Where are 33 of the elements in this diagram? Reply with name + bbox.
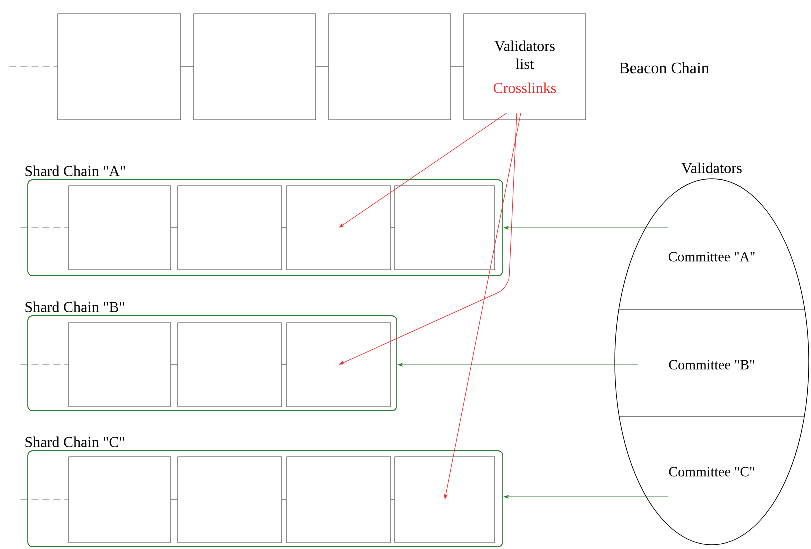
block-box <box>68 322 172 408</box>
committee-label: Committee "A" <box>668 252 755 262</box>
committee-label: Committee "B" <box>669 360 754 370</box>
block-box <box>328 14 452 120</box>
block-box <box>286 322 392 408</box>
node-label: Shard Chain "C" <box>26 436 124 448</box>
chain-label: Beacon Chain <box>620 62 710 74</box>
node-label: Validators <box>682 162 742 174</box>
block-box <box>68 186 172 270</box>
shard-chain-box: Shard Chain "B" <box>26 302 398 412</box>
block-box <box>394 186 496 270</box>
shard-chain-box: Shard Chain "A" <box>26 166 504 276</box>
block-box: Validators list Crosslinks <box>464 14 586 120</box>
committee-label: Committee "C" <box>669 467 754 477</box>
block-box <box>394 456 496 544</box>
block-box <box>178 322 282 408</box>
chain-link <box>171 364 178 366</box>
block-box <box>286 186 392 270</box>
block-box <box>178 456 282 544</box>
chain-link <box>10 66 58 68</box>
chain-link <box>20 364 69 366</box>
block-box <box>68 456 172 544</box>
node-label: Shard Chain "A" <box>26 166 126 176</box>
block-box <box>286 456 392 544</box>
chain-link <box>316 66 329 68</box>
node-label: Shard Chain "B" <box>26 302 124 312</box>
chain-link <box>181 66 194 68</box>
chain-link <box>282 364 287 366</box>
chain-link <box>451 66 464 68</box>
block-box <box>194 14 316 120</box>
block-box <box>178 186 282 270</box>
block-box <box>58 14 182 120</box>
shard-chain-box: Shard Chain "C" <box>26 436 504 548</box>
